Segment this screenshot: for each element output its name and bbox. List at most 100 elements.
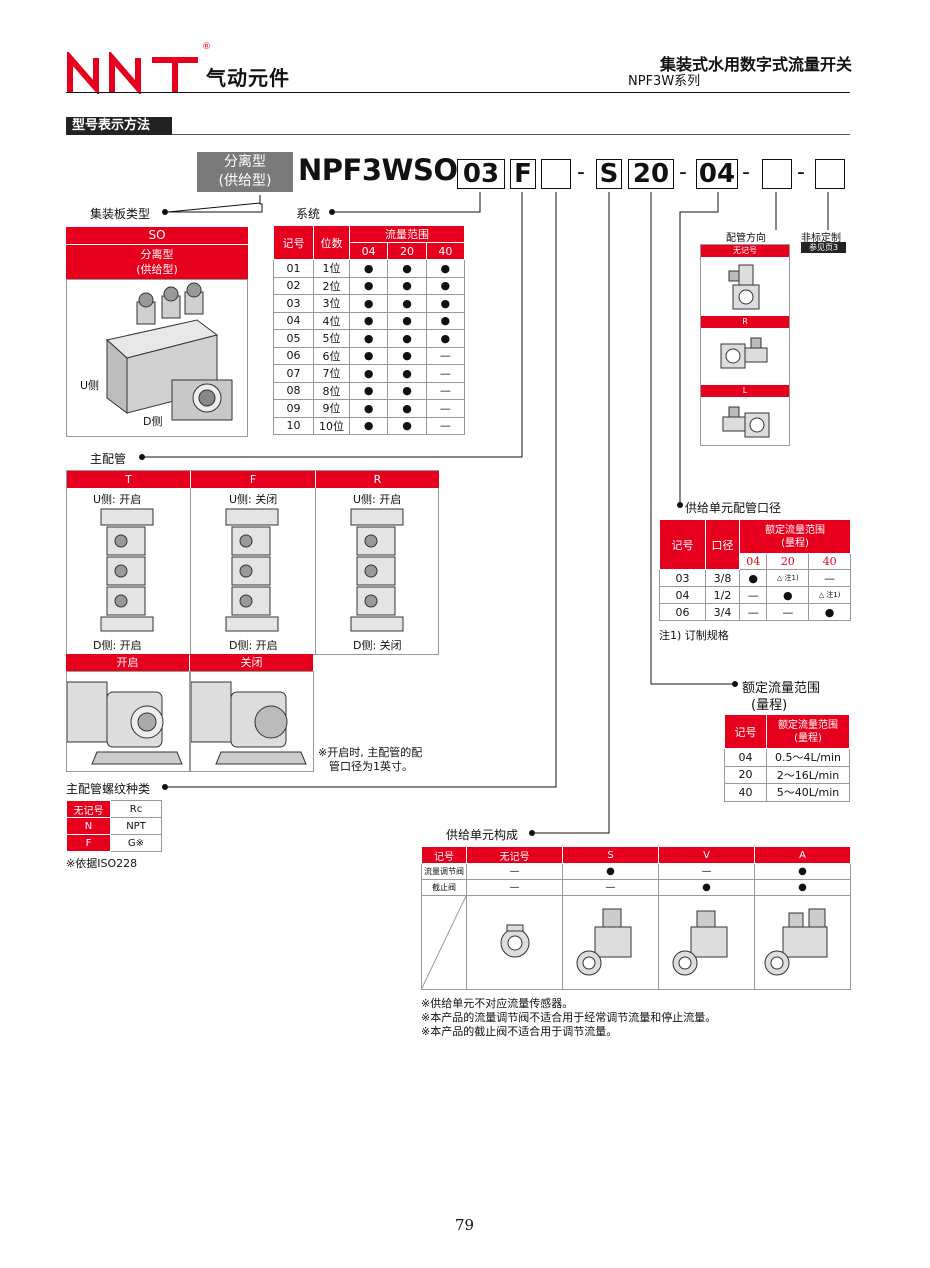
supply-port-cell: ● bbox=[766, 586, 810, 604]
valve-up-icon bbox=[728, 264, 760, 310]
system-cell: ● bbox=[387, 276, 427, 295]
supply-port-cell: ● bbox=[738, 569, 768, 587]
valve-left-icon bbox=[722, 406, 770, 438]
system-cell: 06 bbox=[273, 346, 314, 365]
type-label-sub: (供给型) bbox=[218, 173, 272, 189]
thread-type: Rc bbox=[110, 800, 162, 818]
valve-right-icon bbox=[720, 337, 768, 369]
bullet bbox=[677, 502, 683, 508]
system-range: 40 bbox=[425, 242, 466, 260]
system-cell: — bbox=[425, 346, 466, 365]
supply-unit-label: 供给单元构成 bbox=[446, 828, 519, 842]
unit-image-s bbox=[562, 895, 659, 990]
supply-port-cell: — bbox=[808, 569, 851, 587]
supply-port-cell: — bbox=[738, 603, 768, 621]
code-rated-flow: 20 bbox=[628, 159, 674, 189]
rated-flow-cell: 0.5～4L/min bbox=[766, 748, 850, 767]
supply-port-header: 额定流量范围 bbox=[765, 524, 825, 536]
rated-flow-cell: 04 bbox=[724, 748, 767, 767]
system-cell: ● bbox=[348, 416, 389, 435]
system-cell: 09 bbox=[273, 399, 314, 418]
pipe-r-u: U侧: 开启 bbox=[353, 493, 402, 506]
system-cell: 7位 bbox=[313, 364, 350, 383]
supply-unit-cell: ● bbox=[754, 879, 851, 896]
system-cell: ● bbox=[387, 399, 427, 418]
pipe-col-head-t: T bbox=[67, 471, 190, 488]
code-supply-port: 04 bbox=[696, 159, 738, 189]
system-cell: ● bbox=[348, 329, 389, 348]
thread-type-label: 主配管螺纹种类 bbox=[66, 782, 151, 796]
code-dash: - bbox=[742, 160, 750, 185]
system-header: 记号 bbox=[273, 225, 314, 260]
system-cell: 07 bbox=[273, 364, 314, 383]
system-cell: 10位 bbox=[313, 416, 350, 435]
divider bbox=[315, 488, 316, 655]
piping-opt-r: R bbox=[701, 316, 789, 328]
supply-unit-header: V bbox=[658, 846, 755, 864]
nonstandard-ref: 参见页3 bbox=[801, 242, 846, 253]
system-cell: ● bbox=[348, 381, 389, 400]
state-closed-head: 关闭 bbox=[190, 654, 313, 671]
pipe-f-u: U侧: 关闭 bbox=[229, 493, 278, 506]
manifold-subhead-1: 分离型 bbox=[140, 248, 174, 261]
code-nonstandard bbox=[815, 159, 845, 189]
manifold-subhead-2: (供给型) bbox=[136, 263, 178, 276]
supply-port-cell: △ 注1) bbox=[808, 586, 851, 604]
series-name: NPF3W系列 bbox=[628, 74, 701, 89]
supply-port-range: 40 bbox=[808, 553, 851, 570]
code-dash: - bbox=[797, 160, 805, 185]
supply-port-cell: 04 bbox=[659, 586, 706, 604]
nonstandard-label: 非标定制 bbox=[801, 233, 841, 244]
supply-port-header: 记号 bbox=[659, 519, 706, 570]
system-cell: ● bbox=[387, 364, 427, 383]
main-pipe-panel: T F R U侧: 开启 U侧: 关闭 U侧: 开启 D侧: 开启 D侧: 开启… bbox=[66, 470, 439, 655]
pipe-stack-t bbox=[100, 508, 154, 632]
supply-port-cell: — bbox=[766, 603, 810, 621]
unit-image-v bbox=[658, 895, 755, 990]
supply-port-cell: 03 bbox=[659, 569, 706, 587]
pipe-col-head-f: F bbox=[191, 471, 315, 488]
system-cell: ● bbox=[348, 259, 389, 278]
system-cell: ● bbox=[425, 259, 466, 278]
system-cell: ● bbox=[387, 311, 427, 330]
thread-code: F bbox=[66, 834, 111, 852]
system-header: 位数 bbox=[313, 225, 350, 260]
supply-port-cell: 3/4 bbox=[705, 603, 740, 621]
bullet bbox=[529, 830, 535, 836]
supply-unit-cell: — bbox=[466, 879, 563, 896]
manifold-illustration bbox=[105, 282, 233, 421]
system-cell: 8位 bbox=[313, 381, 350, 400]
d-side-label: D侧 bbox=[143, 415, 163, 428]
system-cell: 4位 bbox=[313, 311, 350, 330]
supply-unit-cell: ● bbox=[754, 863, 851, 880]
system-cell: ● bbox=[348, 294, 389, 313]
system-cell: 6位 bbox=[313, 346, 350, 365]
system-cell: ● bbox=[425, 294, 466, 313]
code-piping-dir bbox=[762, 159, 792, 189]
pipe-f-d: D侧: 开启 bbox=[229, 639, 278, 652]
supply-unit-header: 无记号 bbox=[466, 846, 563, 864]
supply-port-range: 04 bbox=[738, 553, 768, 570]
supply-unit-row: 流量调节阀—●—● bbox=[421, 863, 851, 880]
supply-port-cell: △ 注1) bbox=[766, 569, 810, 587]
supply-unit-cell: — bbox=[658, 863, 755, 880]
supply-port-cell: 06 bbox=[659, 603, 706, 621]
piping-direction-panel: 无记号 R L bbox=[700, 244, 790, 446]
state-open-head: 开启 bbox=[66, 654, 189, 671]
system-cell: ● bbox=[387, 329, 427, 348]
code-system: 03 bbox=[457, 159, 505, 189]
code-dash: - bbox=[577, 160, 585, 185]
system-cell: 03 bbox=[273, 294, 314, 313]
diagonal-cell bbox=[421, 895, 467, 990]
manifold-type-label: 集装板类型 bbox=[90, 207, 151, 221]
system-cell: ● bbox=[387, 416, 427, 435]
supply-unit-header: 记号 bbox=[421, 846, 467, 864]
section-title: 型号表示方法 bbox=[66, 117, 172, 135]
system-cell: ● bbox=[348, 346, 389, 365]
